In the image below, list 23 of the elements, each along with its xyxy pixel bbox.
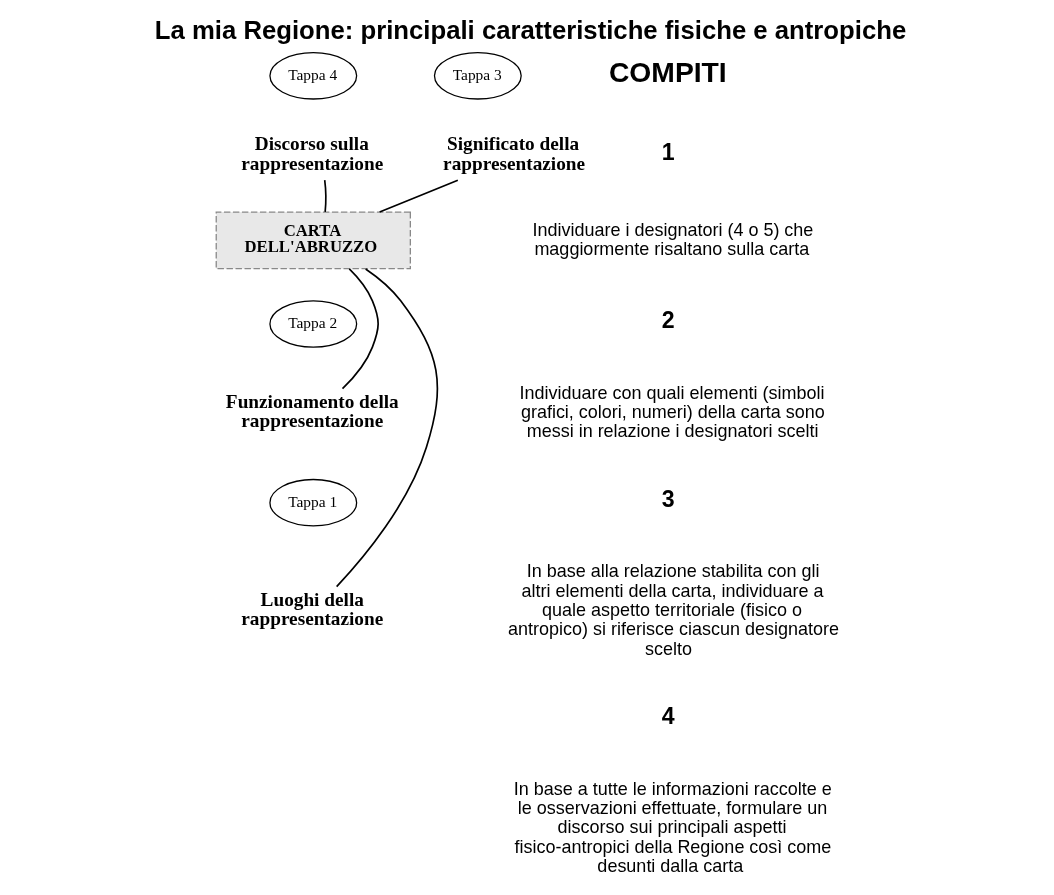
- node-ellipse: Tappa 3: [433, 51, 522, 100]
- node-ellipse: Tappa 1: [269, 478, 358, 526]
- label: 3: [661, 485, 675, 512]
- diagram-title: La mia Regione: principali caratteristiche fisiche e antropiche: [154, 15, 907, 44]
- label: 1: [661, 138, 675, 165]
- node-ellipse: Tappa 2: [269, 299, 358, 348]
- label: COMPITI: [608, 55, 727, 88]
- node-text: Significato della rappresentazione: [443, 132, 586, 174]
- connector: [341, 267, 379, 389]
- node-text: Funzionamento della rappresentazione: [225, 390, 399, 431]
- connector: [323, 178, 327, 213]
- label: Individuare con quali elementi (simboli grafici, colori, numeri) della carta sono messi in relazione i designatori scelti: [519, 382, 825, 441]
- connector: [335, 267, 439, 587]
- label: Individuare i designatori (4 o 5) che maggiormente risaltano sulla carta: [532, 219, 814, 259]
- node-text: Discorso sulla rappresentazione: [241, 132, 384, 174]
- label: In base alla relazione stabilita con gli altri elementi della carta, individuare a quale aspetto territoriale (fisico o antropico) si riferisce ciascun designatore scelto: [508, 560, 839, 659]
- node-box: CARTA DELL'ABRUZZO: [215, 210, 411, 269]
- label: 4: [661, 702, 675, 729]
- label: 2: [661, 306, 675, 333]
- node-text: Luoghi della rappresentazione: [241, 588, 384, 629]
- connector: [378, 178, 459, 213]
- label: In base a tutte le informazioni raccolte e le osservazioni effettuate, formulare un discorso sui principali aspetti fisico-antropici della Regione così come desunti dalla carta: [513, 778, 832, 876]
- node-ellipse: Tappa 4: [269, 51, 358, 100]
